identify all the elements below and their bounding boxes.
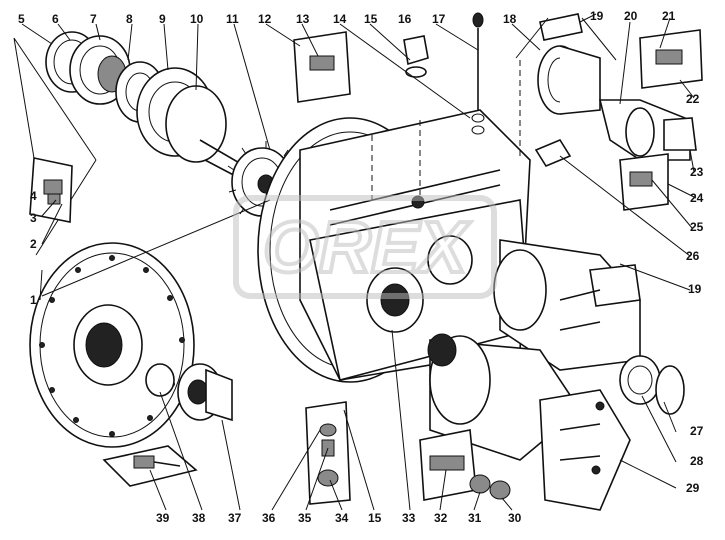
callout-26[interactable]: 26 — [686, 249, 700, 263]
callout-9[interactable]: 9 — [159, 12, 166, 26]
flywheel-disc — [29, 242, 195, 448]
callout-25[interactable]: 25 — [690, 220, 704, 234]
callout-14[interactable]: 14 — [333, 12, 347, 26]
watermark: OREX — [233, 195, 497, 299]
callout-34[interactable]: 34 — [335, 511, 349, 525]
callout-19-top[interactable]: 19 — [590, 9, 604, 23]
callout-19-right[interactable]: 19 — [688, 282, 702, 296]
callout-38[interactable]: 38 — [192, 511, 206, 525]
svg-text:OREX: OREX — [263, 208, 471, 288]
hub-gear — [145, 363, 233, 422]
callout-5[interactable]: 5 — [18, 12, 25, 26]
leader-lines — [21, 13, 697, 511]
callout-23[interactable]: 23 — [690, 165, 704, 179]
callout-28[interactable]: 28 — [690, 454, 704, 468]
callout-17[interactable]: 17 — [432, 12, 446, 26]
callout-29[interactable]: 29 — [686, 481, 700, 495]
callout-15-top[interactable]: 15 — [364, 12, 378, 26]
callout-21[interactable]: 21 — [662, 9, 676, 23]
callout-24[interactable]: 24 — [690, 191, 704, 205]
callout-22[interactable]: 22 — [686, 92, 700, 106]
callout-27[interactable]: 27 — [690, 424, 704, 438]
callout-13[interactable]: 13 — [296, 12, 310, 26]
callout-2[interactable]: 2 — [30, 237, 37, 251]
callout-37[interactable]: 37 — [228, 511, 242, 525]
callout-31[interactable]: 31 — [468, 511, 482, 525]
callout-8[interactable]: 8 — [126, 12, 133, 26]
callout-1[interactable]: 1 — [30, 293, 37, 307]
callout-10[interactable]: 10 — [190, 12, 204, 26]
callout-11[interactable]: 11 — [226, 12, 239, 26]
callout-20[interactable]: 20 — [624, 9, 638, 23]
callout-39[interactable]: 39 — [156, 511, 170, 525]
callout-35[interactable]: 35 — [298, 511, 312, 525]
callout-15-bottom[interactable]: 15 — [368, 511, 382, 525]
callout-18[interactable]: 18 — [503, 12, 517, 26]
callout-30[interactable]: 30 — [508, 511, 522, 525]
callout-7[interactable]: 7 — [90, 12, 97, 26]
callout-16[interactable]: 16 — [398, 12, 412, 26]
callout-6[interactable]: 6 — [52, 12, 59, 26]
callout-4[interactable]: 4 — [30, 189, 37, 203]
callout-12[interactable]: 12 — [258, 12, 272, 26]
callout-33[interactable]: 33 — [402, 511, 416, 525]
coupling-assembly — [515, 13, 703, 211]
callout-32[interactable]: 32 — [434, 511, 448, 525]
main-housing — [257, 109, 531, 383]
callout-36[interactable]: 36 — [262, 511, 276, 525]
callout-3[interactable]: 3 — [30, 211, 37, 225]
bearing-gear-stack — [45, 31, 299, 223]
